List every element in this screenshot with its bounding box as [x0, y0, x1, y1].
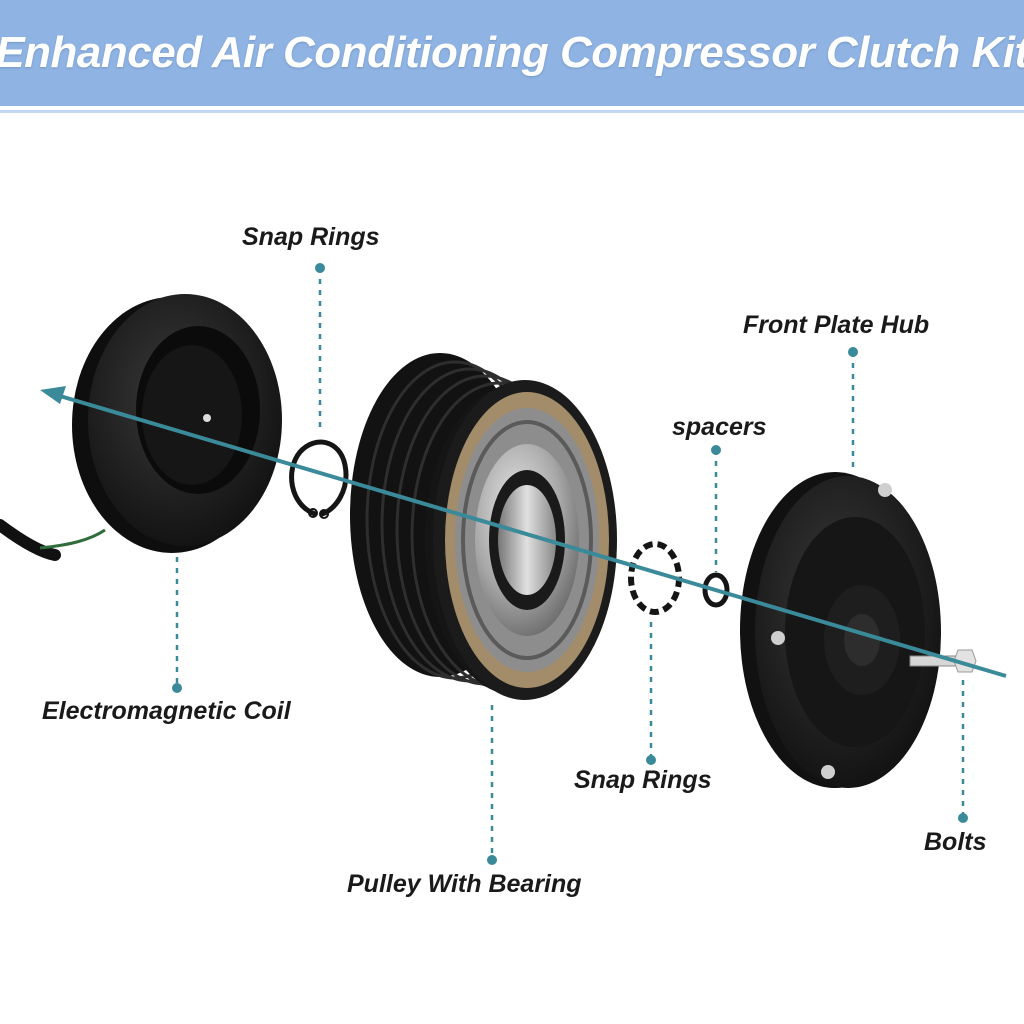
- label-spacers: spacers: [672, 413, 767, 441]
- banner-divider: [0, 110, 1024, 113]
- title-banner: [0, 0, 1024, 106]
- assembly-axis-arrow: [40, 386, 1007, 678]
- label-front-plate-hub: Front Plate Hub: [743, 311, 930, 339]
- pulley-with-bearing: [350, 353, 617, 700]
- front-plate-hub: [740, 472, 941, 788]
- page-title: Enhanced Air Conditioning Compressor Clu…: [0, 28, 1024, 77]
- leader-dots: [172, 263, 968, 865]
- label-pulley-with-bearing: Pulley With Bearing: [347, 870, 582, 898]
- label-snap-rings-bottom: Snap Rings: [574, 766, 712, 794]
- label-bolts: Bolts: [924, 828, 987, 856]
- spacer: [702, 572, 730, 608]
- electromagnetic-coil: [0, 294, 282, 561]
- leader-lines: [175, 268, 965, 860]
- label-snap-rings-top: Snap Rings: [242, 223, 380, 251]
- label-electromagnetic-coil: Electromagnetic Coil: [42, 697, 291, 725]
- snap-ring-top: [289, 439, 349, 519]
